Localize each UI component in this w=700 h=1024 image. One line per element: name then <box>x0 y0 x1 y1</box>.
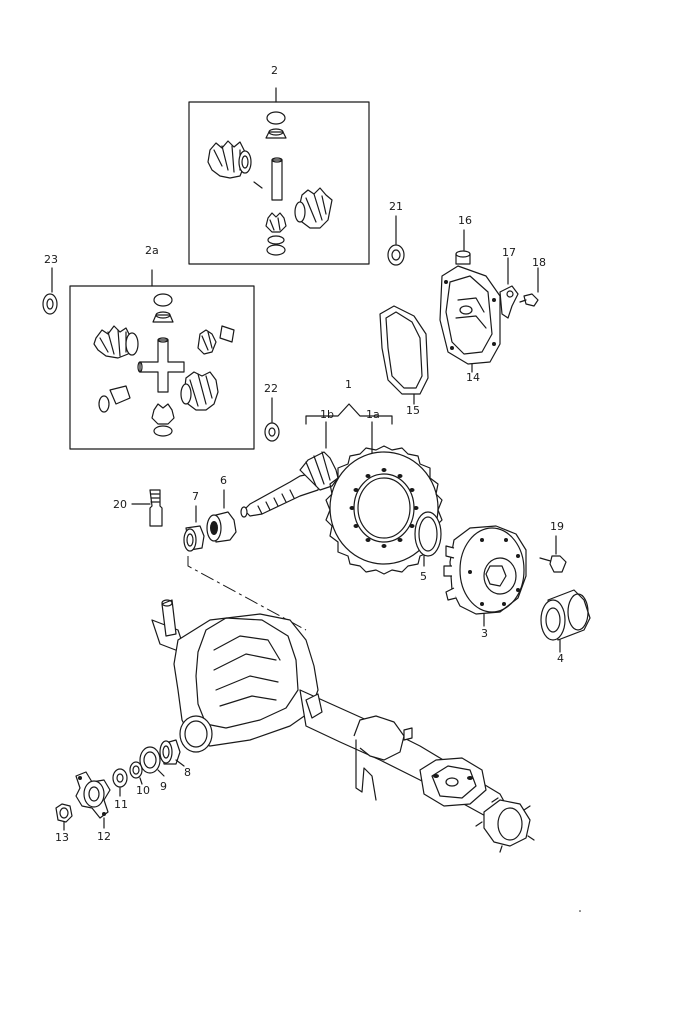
part-2a-spider-cross <box>137 337 185 393</box>
part-3-label: 3 <box>481 627 488 640</box>
part-23-seal[interactable]: 23 <box>42 253 58 315</box>
part-1b-label: 1b <box>320 408 334 421</box>
part-2a-label: 2a <box>145 244 159 257</box>
part-8-label: 8 <box>184 766 191 779</box>
part-19-bolt[interactable]: 19 <box>539 520 567 573</box>
axle-housing[interactable] <box>151 599 535 853</box>
part-9-label: 9 <box>160 780 167 793</box>
part-11-washer[interactable]: 11 <box>112 768 128 811</box>
part-2-box[interactable]: 2 <box>188 64 370 265</box>
part-4-bearing[interactable]: 4 <box>540 589 591 665</box>
part-23-label: 23 <box>44 253 58 266</box>
part-1b-drive-pinion[interactable] <box>240 451 339 518</box>
part-13-nut[interactable]: 13 <box>55 803 73 844</box>
part-11-label: 11 <box>114 798 128 811</box>
part-20-breather[interactable]: 20 <box>113 489 163 527</box>
part-12-companion-flange[interactable]: 12 <box>75 771 111 843</box>
part-6-pinion-bearing[interactable]: 6 <box>206 474 237 543</box>
part-17-bracket[interactable]: 17 <box>499 246 519 319</box>
part-2-side-gear-left <box>207 140 252 179</box>
part-19-label: 19 <box>550 520 564 533</box>
part-2-label: 2 <box>271 64 278 77</box>
part-16-filler-plug[interactable]: 16 <box>455 214 472 265</box>
part-20-label: 20 <box>113 498 127 511</box>
part-22-seal[interactable]: 22 <box>264 382 280 442</box>
part-22-label: 22 <box>264 382 278 395</box>
part-2-side-gear-right <box>294 187 333 229</box>
part-4-label: 4 <box>557 652 564 665</box>
part-7-bearing-race[interactable]: 7 <box>183 490 205 552</box>
part-1a-ring-gear[interactable] <box>325 445 443 575</box>
part-10-label: 10 <box>136 784 150 797</box>
part-5-shim[interactable]: 5 <box>414 511 442 583</box>
assembly-line <box>187 556 307 631</box>
part-15-gasket[interactable]: 15 <box>379 305 429 417</box>
part-9-oil-seal[interactable]: 9 <box>139 746 167 793</box>
part-1-bracket: 1 1b 1a <box>305 378 393 457</box>
part-21-label: 21 <box>389 200 403 213</box>
part-12-label: 12 <box>97 830 111 843</box>
part-1a-label: 1a <box>366 408 380 421</box>
part-16-label: 16 <box>458 214 472 227</box>
part-21-seal[interactable]: 21 <box>387 200 405 266</box>
part-13-label: 13 <box>55 831 69 844</box>
part-3-differential-case[interactable]: 3 <box>443 525 527 640</box>
part-14-label: 14 <box>466 371 480 384</box>
part-10-spacer[interactable]: 10 <box>129 761 150 797</box>
part-18-label: 18 <box>532 256 546 269</box>
part-5-label: 5 <box>420 570 427 583</box>
part-18-bolt[interactable]: 18 <box>519 256 546 307</box>
part-15-label: 15 <box>406 404 420 417</box>
part-6-label: 6 <box>220 474 227 487</box>
part-17-label: 17 <box>502 246 516 259</box>
part-7-label: 7 <box>192 490 199 503</box>
part-2a-box[interactable]: 2a <box>69 244 255 450</box>
part-1-label: 1 <box>345 378 352 391</box>
part-8-seal[interactable]: 8 <box>159 739 191 779</box>
stray-dot <box>579 910 581 912</box>
part-14-rear-cover[interactable]: 14 <box>439 265 501 384</box>
